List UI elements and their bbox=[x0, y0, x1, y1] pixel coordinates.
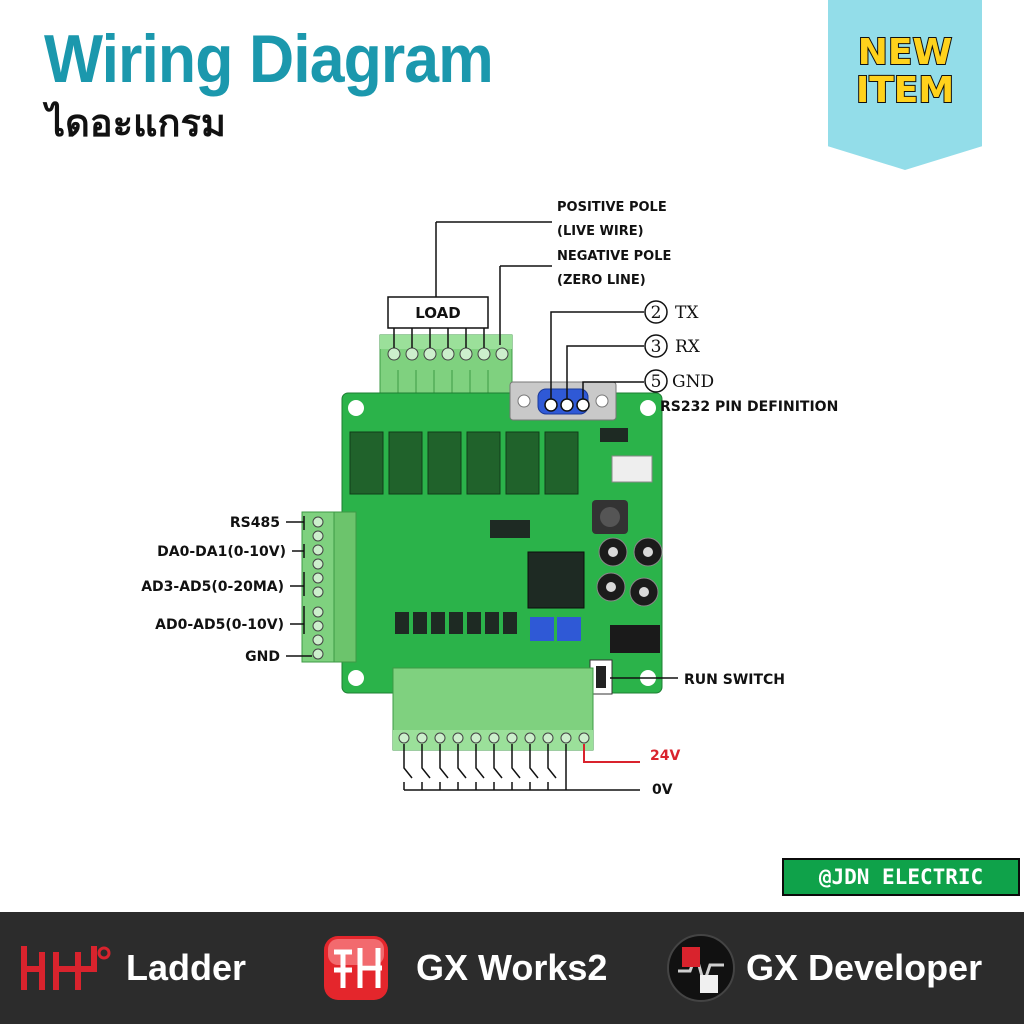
analog-terminal-block bbox=[301, 511, 357, 663]
input-terminal-block bbox=[392, 667, 594, 751]
gnd-label: GND bbox=[672, 372, 714, 392]
badge-line-2: ITEM bbox=[855, 70, 955, 111]
new-item-badge: NEW ITEM bbox=[828, 0, 982, 170]
brand-watermark: @JDN ELECTRIC bbox=[782, 858, 1020, 896]
page-subtitle: ไดอะแกรม bbox=[46, 101, 226, 145]
tx-label: TX bbox=[675, 303, 699, 323]
page-title: Wiring Diagram bbox=[44, 21, 494, 97]
wiring-diagram: LOAD POSITIVE POLE (LIVE WIRE) NEGATIVE … bbox=[108, 185, 944, 810]
footer-label-ladder: Ladder bbox=[126, 947, 247, 988]
rx-label: RX bbox=[675, 337, 701, 357]
rs232-pin-definition-label: RS232 PIN DEFINITION bbox=[660, 399, 838, 415]
run-switch-label: RUN SWITCH bbox=[684, 672, 785, 688]
rx-pin-number: 3 bbox=[651, 337, 662, 357]
ad-current-input-label: AD3-AD5(0-20MA) bbox=[141, 579, 284, 595]
zero-line-label: (ZERO LINE) bbox=[557, 273, 646, 288]
ladder-icon bbox=[21, 946, 111, 990]
24v-label: 24V bbox=[650, 748, 680, 764]
footer-label-gx-developer: GX Developer bbox=[746, 947, 983, 988]
gnd-pin-number: 5 bbox=[651, 372, 662, 392]
badge-line-1: NEW bbox=[857, 32, 953, 73]
footer-bar: Ladder GX Works2 GX Developer bbox=[0, 912, 1024, 1024]
da-output-label: DA0-DA1(0-10V) bbox=[157, 544, 286, 560]
load-box bbox=[387, 296, 489, 329]
negative-pole-label: NEGATIVE POLE bbox=[557, 249, 671, 264]
ad-voltage-input-label: AD0-AD5(0-10V) bbox=[155, 617, 284, 633]
24v-wire bbox=[583, 744, 640, 763]
load-label: LOAD bbox=[415, 304, 460, 322]
gx-works2-icon bbox=[324, 936, 388, 1000]
load-wiring bbox=[393, 221, 552, 348]
live-wire-label: (LIVE WIRE) bbox=[557, 224, 644, 239]
footer-item-gx-developer: GX Developer bbox=[666, 912, 982, 1024]
footer-item-gx-works2: GX Works2 bbox=[322, 912, 607, 1024]
rs485-label: RS485 bbox=[230, 515, 280, 531]
gnd-terminal-label: GND bbox=[245, 649, 280, 665]
gx-developer-icon bbox=[667, 934, 735, 1002]
footer-item-ladder: Ladder bbox=[20, 912, 246, 1024]
positive-pole-label: POSITIVE POLE bbox=[557, 200, 667, 215]
footer-label-gx-works2: GX Works2 bbox=[416, 947, 608, 988]
plc-board bbox=[341, 392, 663, 695]
tx-pin-number: 2 bbox=[651, 303, 662, 323]
0v-label: 0V bbox=[652, 782, 673, 798]
